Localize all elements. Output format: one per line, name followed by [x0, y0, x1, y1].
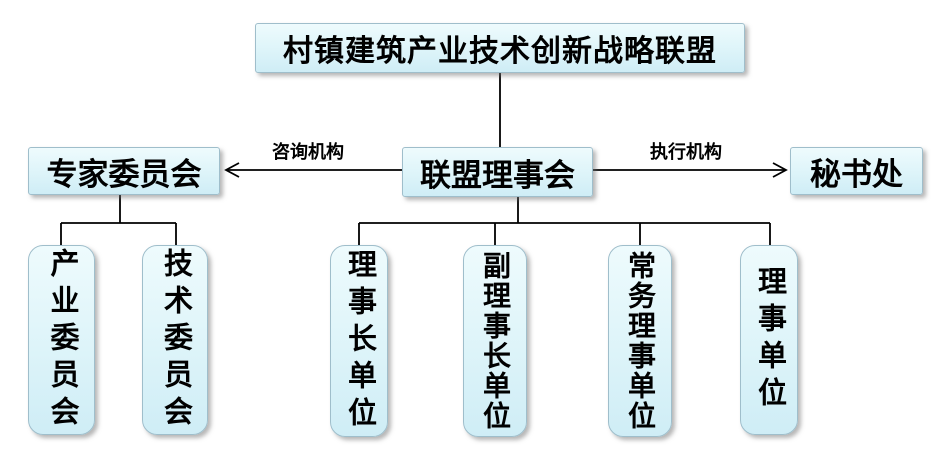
node-director-unit: 理事单位: [740, 245, 798, 435]
node-alliance-root-label: 村镇建筑产业技术创新战略联盟: [283, 35, 717, 68]
node-alliance-council: 联盟理事会: [402, 147, 593, 197]
node-executive-director-unit: 常务理事单位: [608, 245, 672, 437]
node-alliance-root: 村镇建筑产业技术创新战略联盟: [255, 23, 745, 73]
node-director-unit-label: 理事单位: [753, 266, 786, 414]
node-alliance-council-label: 联盟理事会: [420, 157, 575, 193]
node-expert-committee-label: 专家委员会: [46, 156, 202, 192]
advisory-edge-label: 咨询机构: [272, 142, 344, 162]
node-executive-director-unit-label: 常务理事单位: [625, 251, 656, 431]
node-expert-committee: 专家委员会: [28, 147, 220, 195]
node-industry-committee: 产业委员会: [28, 245, 95, 435]
node-secretariat-label: 秘书处: [810, 156, 903, 192]
node-secretariat: 秘书处: [790, 147, 923, 195]
node-vice-chairman-unit: 副理事长单位: [463, 245, 527, 437]
node-industry-committee-label: 产业委员会: [46, 247, 78, 433]
node-chairman-unit-label: 理事长单位: [343, 248, 376, 434]
node-technology-committee: 技术委员会: [142, 245, 208, 435]
node-chairman-unit: 理事长单位: [330, 245, 388, 437]
executive-edge-label: 执行机构: [650, 142, 722, 162]
node-vice-chairman-unit-label: 副理事长单位: [480, 251, 511, 431]
node-technology-committee-label: 技术委员会: [159, 247, 192, 433]
